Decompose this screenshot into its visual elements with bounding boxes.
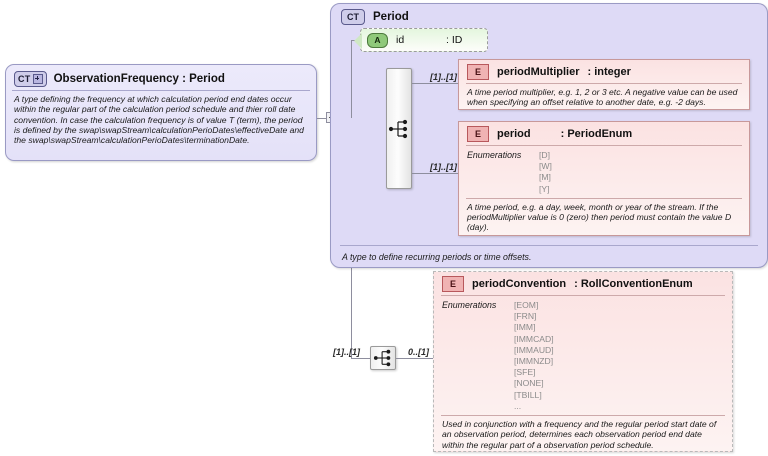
- element-name: periodMultiplier: [497, 65, 580, 78]
- cardinality-label-period-convention: 0..[1]: [408, 347, 430, 357]
- observation-frequency-type-box[interactable]: CT ObservationFrequency : Period A type …: [5, 64, 317, 161]
- sequence-connector-bottom[interactable]: [370, 346, 396, 370]
- enumerations-row: Enumerations [EOM] [FRN] [IMM] [IMMCAD] …: [434, 296, 732, 415]
- footer-divider: [340, 245, 758, 246]
- period-footer-description: A type to define recurring periods or ti…: [342, 252, 532, 262]
- element-header: E period : PeriodEnum: [459, 122, 749, 145]
- enum-value: [Y]: [539, 183, 550, 194]
- cardinality-label-period: [1]..[1]: [430, 162, 457, 172]
- connector-line: [317, 118, 326, 119]
- element-name: periodConvention: [472, 277, 567, 290]
- complex-type-badge-icon: CT: [14, 71, 47, 87]
- element-header: E periodMultiplier : integer: [459, 60, 749, 83]
- period-header: CT Period: [341, 9, 409, 25]
- connector-line: [412, 83, 458, 84]
- enum-value: [FRN]: [514, 311, 537, 322]
- enum-value: [M]: [539, 172, 551, 183]
- complex-type-badge-icon: CT: [341, 9, 365, 25]
- enum-value: [W]: [539, 161, 552, 172]
- sequence-icon: [388, 119, 408, 138]
- element-divider: [441, 295, 725, 296]
- element-name: period: [497, 127, 531, 140]
- badge-text: CT: [18, 74, 31, 84]
- enum-value: [IMMCAD]: [514, 333, 554, 344]
- enum-value: [D]: [539, 150, 550, 160]
- enum-value: [EOM]: [514, 300, 539, 310]
- connector-line: [396, 358, 434, 359]
- attribute-pointer-icon: [354, 33, 362, 49]
- enum-value: [TBILL]: [514, 389, 542, 400]
- observation-frequency-description: A type defining the frequency at which c…: [14, 94, 304, 146]
- enum-value: [NONE]: [514, 378, 544, 389]
- attribute-id-box[interactable]: A id : ID: [354, 28, 488, 52]
- header-divider: [12, 90, 310, 91]
- plus-expand-icon[interactable]: [32, 74, 43, 84]
- element-divider: [466, 197, 742, 199]
- connector-line: [412, 173, 458, 174]
- enumerations-label: Enumerations: [442, 300, 497, 310]
- period-title: Period: [373, 11, 409, 23]
- sequence-connector-main[interactable]: [386, 68, 412, 189]
- cardinality-label-sequence-bottom: [1]..[1]: [333, 347, 360, 357]
- observation-frequency-title: ObservationFrequency : Period: [53, 73, 225, 85]
- element-divider: [441, 415, 725, 417]
- attribute-badge-icon: A: [367, 32, 388, 48]
- enum-value: [IMMNZD]: [514, 356, 554, 367]
- element-header: E periodConvention : RollConventionEnum: [434, 272, 732, 295]
- enum-value: [IMM]: [514, 322, 536, 333]
- element-badge-icon: E: [442, 275, 464, 292]
- element-divider: [466, 145, 742, 146]
- enumerations-row: Enumerations [D] [W] [M] [Y]: [459, 146, 749, 198]
- element-period-multiplier[interactable]: E periodMultiplier : integer A time peri…: [458, 59, 750, 110]
- element-description: Used in conjunction with a frequency and…: [442, 419, 717, 450]
- element-type: : RollConventionEnum: [574, 277, 693, 290]
- enum-value: [IMMAUD]: [514, 344, 554, 355]
- cardinality-label-period-multiplier: [1]..[1]: [430, 72, 457, 82]
- observation-frequency-header: CT ObservationFrequency : Period: [6, 65, 316, 90]
- sequence-icon: [373, 349, 391, 367]
- element-badge-icon: E: [467, 63, 489, 80]
- element-description: A time period multiplier, e.g. 1, 2 or 3…: [467, 87, 738, 108]
- connector-line: [351, 40, 352, 118]
- enumerations-values: [EOM] [FRN] [IMM] [IMMCAD] [IMMAUD] [IMM…: [514, 300, 554, 412]
- element-type: : integer: [587, 65, 631, 78]
- attribute-name: id: [396, 34, 405, 46]
- element-description: A time period, e.g. a day, week, month o…: [467, 201, 732, 233]
- enum-value: ...: [514, 400, 522, 411]
- element-period-convention[interactable]: E periodConvention : RollConventionEnum …: [433, 271, 733, 452]
- element-divider: [466, 83, 742, 84]
- enumerations-label: Enumerations: [467, 150, 522, 160]
- enumerations-values: [D] [W] [M] [Y]: [539, 150, 552, 195]
- connector-line: [351, 358, 370, 359]
- element-type: : PeriodEnum: [560, 127, 633, 140]
- attribute-type: : ID: [446, 34, 463, 46]
- element-badge-icon: E: [467, 125, 489, 142]
- enum-value: [SFE]: [514, 367, 536, 378]
- element-period[interactable]: E period : PeriodEnum Enumerations [D] […: [458, 121, 750, 236]
